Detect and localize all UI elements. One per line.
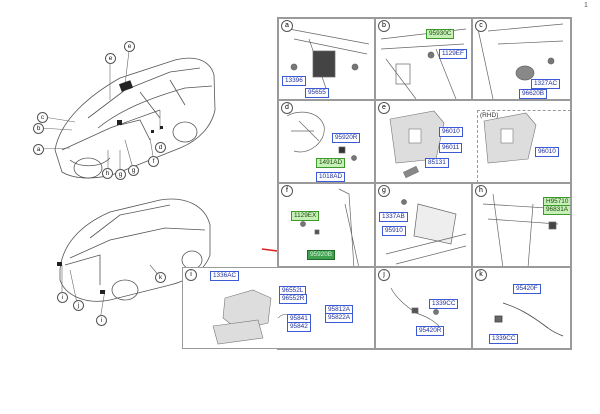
part-1327AC[interactable]: 1327AC (531, 79, 561, 89)
callout-i: i (57, 292, 68, 303)
callout-e: e (124, 41, 135, 52)
callout-c: c (37, 112, 48, 123)
part-96552R[interactable]: 96552R (279, 294, 308, 304)
rhd-note: (RHD) (480, 112, 499, 119)
part-95842[interactable]: 95842 (287, 322, 311, 332)
vehicle-illustrations (39, 50, 216, 321)
part-95655[interactable]: 95655 (305, 88, 329, 98)
callout-g: g (128, 165, 139, 176)
rear-leader-lines (61, 264, 161, 321)
part-13396[interactable]: 13396 (282, 76, 306, 86)
panel-j-label: j (378, 269, 390, 281)
part-1129EX[interactable]: 1129EX (291, 211, 320, 221)
panel-f-label: f (281, 185, 293, 197)
panel-f: f 1129EX 95920B (278, 183, 375, 267)
panel-g: g 1337AB 95910 (375, 183, 472, 267)
part-1129EF[interactable]: 1129EF (439, 49, 467, 59)
panel-d-drawing (286, 111, 357, 161)
callout-f: f (148, 156, 159, 167)
panel-b: b 95930C 1129EF (375, 18, 472, 100)
panel-c-label: c (475, 20, 487, 32)
panel-k: k 95420F 1339CC (472, 267, 571, 349)
panel-e-label: e (378, 102, 390, 114)
panel-h-label: h (475, 185, 487, 197)
panel-e-drawing (389, 110, 537, 179)
callout-a: a (33, 144, 44, 155)
callout-g2: g (115, 169, 126, 180)
panel-d-label: d (281, 102, 293, 114)
callout-d: d (155, 142, 166, 153)
part-96831A[interactable]: 96831A (543, 205, 570, 215)
part-95920B[interactable]: 95920B (307, 250, 336, 260)
part-95930C[interactable]: 95930C (426, 29, 455, 39)
panel-k-label: k (475, 269, 487, 281)
part-95910[interactable]: 95910 (382, 226, 406, 236)
callout-i2: i (96, 315, 107, 326)
part-96010[interactable]: 96010 (439, 127, 463, 137)
part-96620B[interactable]: 96620B (519, 89, 548, 99)
panel-j: j 1339CC 95420R (375, 267, 472, 349)
part-1336AC[interactable]: 1336AC (210, 271, 240, 281)
panel-i: i 1336AC 96552L 96552R 95812A 95822A 958… (182, 267, 375, 349)
parts-grid: a 13396 95655 b 95930C 1129EF c (182, 17, 572, 350)
panel-a-drawing (288, 28, 370, 98)
panel-g-label: g (378, 185, 390, 197)
panel-b-drawing (380, 28, 467, 99)
panel-e: e (RHD) 96010 96011 85131 96010 (375, 100, 571, 183)
panel-f-drawing (300, 188, 359, 266)
part-1339CC-j[interactable]: 1339CC (429, 299, 459, 309)
callout-h: h (102, 168, 113, 179)
panel-g-drawing (385, 199, 467, 265)
panel-j-drawing (390, 287, 442, 329)
part-1491AD[interactable]: 1491AD (316, 158, 346, 168)
panel-c: c 1327AC 96620B (472, 18, 571, 100)
panel-a: a 13396 95655 (278, 18, 375, 100)
part-95822A[interactable]: 95822A (325, 313, 354, 323)
part-1337AB[interactable]: 1337AB (379, 212, 408, 222)
panel-k-drawing (494, 302, 564, 337)
part-1339CC-k[interactable]: 1339CC (489, 334, 519, 344)
panel-h: h H95710 96831A (472, 183, 571, 267)
panel-c-drawing (477, 23, 564, 99)
panel-d: d 95920R 1491AD 1018AD (278, 100, 375, 183)
panel-i-label: i (185, 269, 197, 281)
front-car-drawing (54, 57, 216, 179)
panel-b-label: b (378, 20, 390, 32)
sensor-marks (57, 80, 163, 294)
part-95920R[interactable]: 95920R (332, 133, 361, 143)
callout-b: b (33, 123, 44, 134)
part-96011[interactable]: 96011 (439, 143, 463, 153)
part-95420R[interactable]: 95420R (416, 326, 445, 336)
panel-a-label: a (281, 20, 293, 32)
part-96010-rhd[interactable]: 96010 (535, 147, 559, 157)
front-leader-lines (39, 50, 161, 172)
rhd-region (477, 110, 570, 182)
part-1018AD[interactable]: 1018AD (316, 172, 346, 182)
panel-i-drawing (212, 289, 302, 345)
panel-h-drawing (482, 193, 564, 266)
callout-j: j (73, 300, 84, 311)
callout-k: k (155, 272, 166, 283)
page-number: 1 (584, 2, 588, 9)
part-85131[interactable]: 85131 (425, 158, 449, 168)
callout-e2: e (105, 53, 116, 64)
part-95420F[interactable]: 95420F (513, 284, 541, 294)
